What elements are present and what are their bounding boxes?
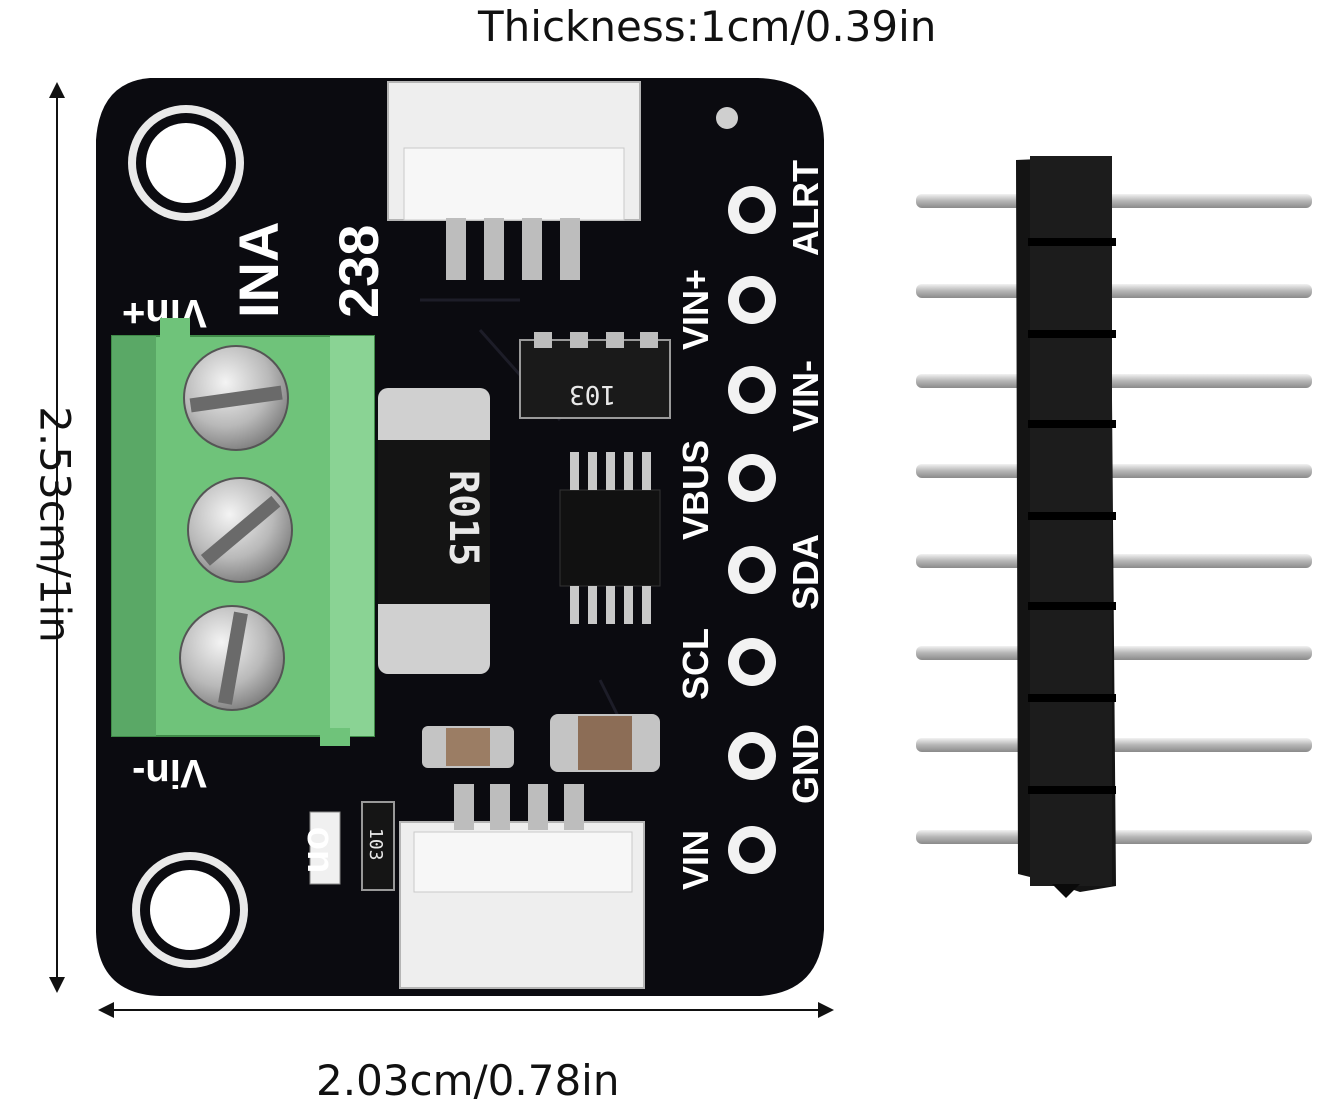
pin-label-alrt: ALRT bbox=[785, 160, 826, 256]
pin-pads bbox=[728, 186, 776, 874]
top-jst-connector bbox=[387, 81, 641, 280]
terminal-minus-label: Vin- bbox=[132, 751, 207, 795]
pin-label-vin-minus: VIN- bbox=[785, 360, 826, 432]
led-resistor-marking: 103 bbox=[365, 828, 386, 861]
power-led: 103 bbox=[309, 801, 395, 891]
header-pins bbox=[916, 194, 1312, 844]
chip-name-line1: INA bbox=[227, 222, 290, 318]
led-label: on bbox=[299, 827, 341, 873]
shunt-marking: R015 bbox=[440, 470, 486, 566]
width-label: 2.03cm/0.78in bbox=[316, 1056, 620, 1105]
capacitors bbox=[422, 714, 660, 772]
pin-label-vin-plus: VIN+ bbox=[675, 269, 716, 350]
thickness-label: Thickness:1cm/0.39in bbox=[478, 2, 937, 51]
smd-marking: 103 bbox=[569, 379, 616, 409]
pin-label-gnd: GND bbox=[785, 724, 826, 804]
pin-label-vin: VIN bbox=[675, 830, 716, 890]
chip-name-line2: 238 bbox=[327, 225, 390, 318]
shunt-resistor: R015 bbox=[378, 388, 490, 674]
pin-header bbox=[916, 156, 1312, 898]
pin-label-vbus: VBUS bbox=[675, 440, 716, 540]
bottom-jst-connector bbox=[399, 784, 645, 989]
pin-label-sda: SDA bbox=[785, 534, 826, 610]
ina238-ic bbox=[559, 452, 661, 624]
resistor-array: 103 bbox=[519, 332, 671, 419]
screw-terminal-block bbox=[111, 318, 375, 746]
pin-label-scl: SCL bbox=[675, 628, 716, 700]
